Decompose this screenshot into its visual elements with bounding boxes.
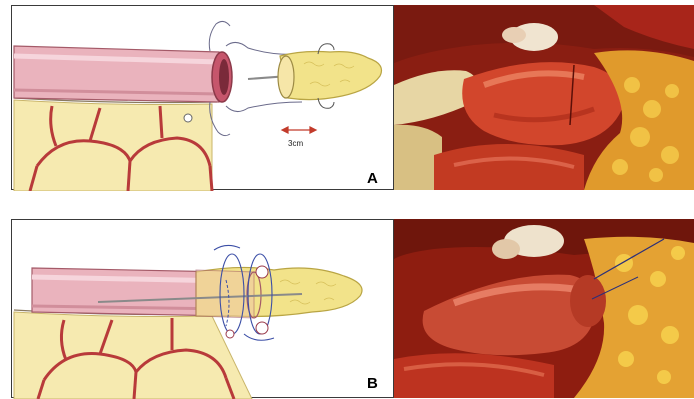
mesentery: [14, 312, 252, 399]
panel-a-photo-image: [394, 5, 694, 190]
scale-arrow: [282, 127, 316, 133]
pancreas-stump: [280, 52, 382, 100]
panel-b-illustration: B: [11, 219, 394, 398]
panel-a-letter: A: [367, 170, 378, 187]
pancreas-cut-surface: [278, 56, 294, 98]
panel-b-drawing: [12, 220, 395, 399]
panel-a-drawing: [12, 6, 395, 191]
panel-b-photo-image: [394, 219, 694, 398]
panel-a-surgical-photo: [394, 5, 694, 190]
marker-circle: [184, 114, 192, 122]
panel-b-surgical-photo: [394, 219, 694, 398]
scale-label: 3cm: [288, 139, 303, 148]
panel-b-letter: B: [367, 375, 378, 392]
panel-a-illustration: 3cm A: [11, 5, 394, 190]
